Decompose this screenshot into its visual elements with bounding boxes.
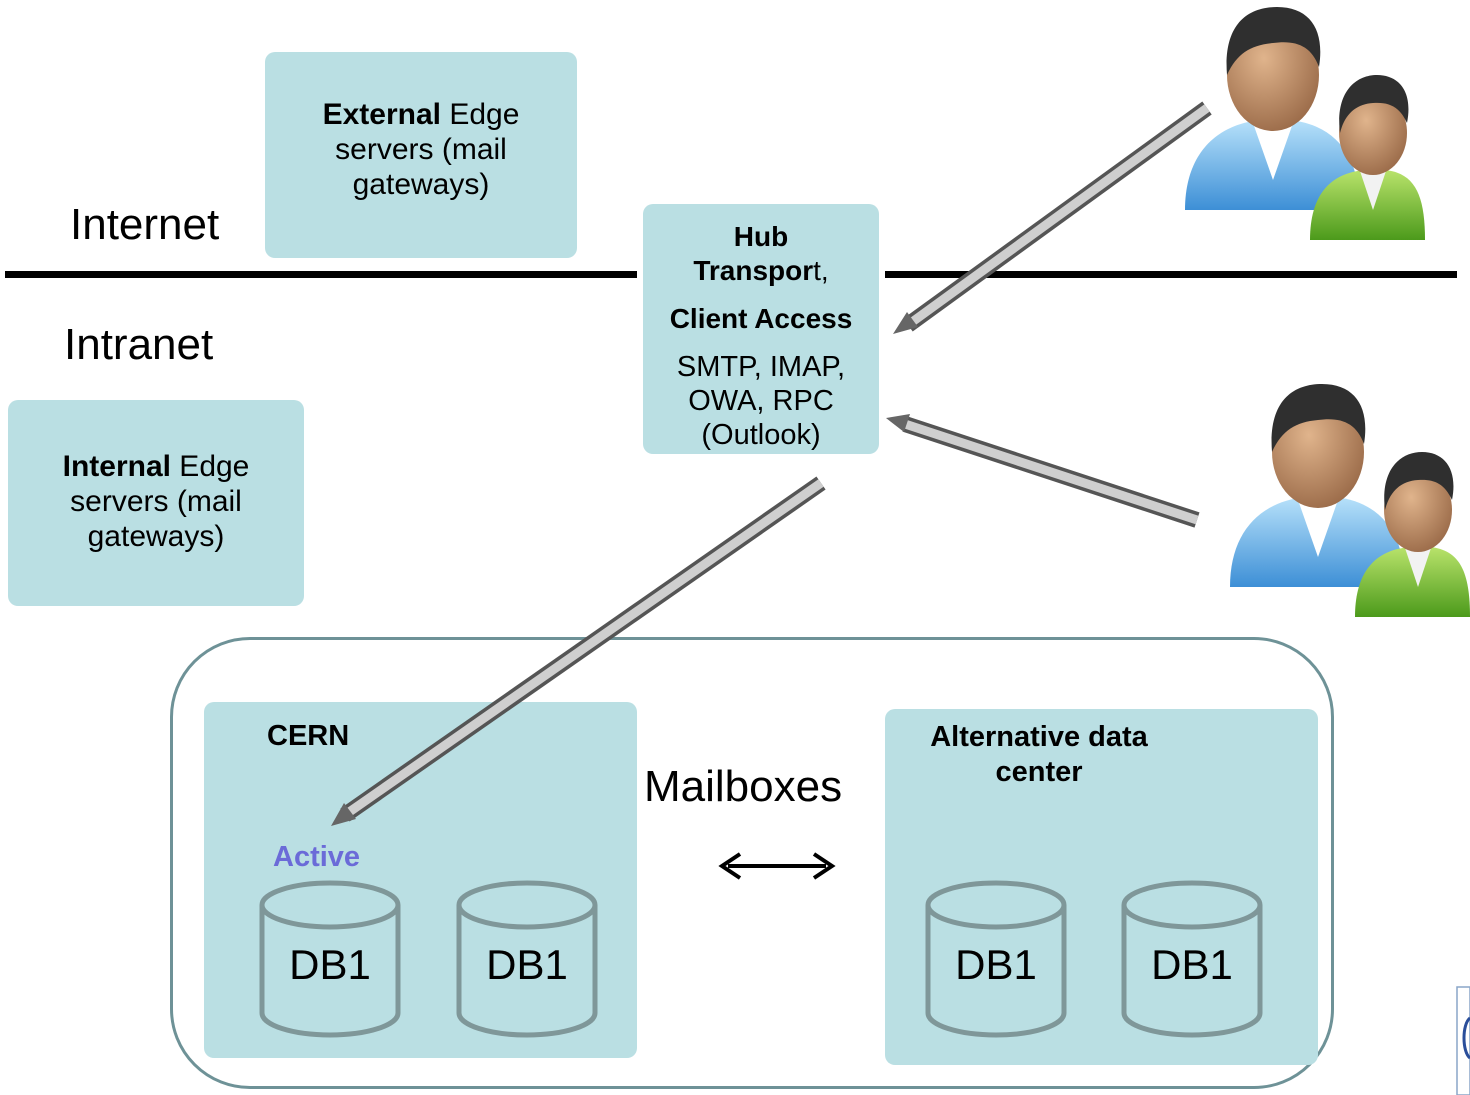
intranet-label: Intranet [64,320,214,369]
internal-edge-line2: servers (mail [70,484,242,518]
hub-line3: Client Access [669,303,853,334]
hub-line5: OWA, RPC [688,385,834,417]
hub-line4: SMTP, IMAP, [676,351,846,383]
db-label: DB1 [1151,941,1233,988]
db-label: DB1 [289,941,371,988]
hub-transport-client-access-box: Hub Transport, Client Access SMTP, IMAP,… [643,204,879,454]
internet-label: Internet [70,200,220,249]
database-cylinder: DB1 [456,879,598,1039]
hub-line2-bold: Transpor [693,255,814,286]
hub-line6: (Outlook) [701,419,821,451]
external-edge-line3: gateways) [352,167,490,201]
mailboxes-label: Mailboxes [644,762,843,811]
external-edge-title-rest: Edge [440,97,520,131]
partial-logo-icon [1456,986,1470,1095]
cern-title: CERN [267,720,350,752]
external-edge-line2: servers (mail [335,132,507,166]
database-cylinder: DB1 [925,879,1067,1039]
alternative-datacenter-box: Alternative data center DB1 DB1 [885,709,1318,1065]
arrow-user2-to-hub [886,414,1200,528]
database-cylinder: DB1 [259,879,401,1039]
external-edge-servers-box: External Edge servers (mail gateways) [265,52,577,258]
hub-line2-rest: t, [813,255,829,286]
db-label: DB1 [486,941,568,988]
users-icon [1230,384,1470,617]
internal-edge-title-rest: Edge [170,449,250,483]
external-edge-title-bold: External [322,97,441,131]
arrow-user1-to-hub [893,101,1212,334]
internet-intranet-divider-right [885,271,1457,278]
internet-intranet-divider-left [5,271,637,278]
db-label: DB1 [955,941,1037,988]
database-cylinder: DB1 [1121,879,1263,1039]
alt-title-line2: center [995,756,1083,788]
users-icon [1185,7,1425,240]
internal-edge-servers-box: Internal Edge servers (mail gateways) [8,400,304,606]
hub-line1: Hub [733,221,789,252]
internal-edge-title-bold: Internal [62,449,171,483]
active-label: Active [273,841,361,873]
cern-datacenter-box: CERN Active DB1 DB1 [204,702,637,1058]
internal-edge-line3: gateways) [87,519,225,553]
alt-title-line1: Alternative data [930,721,1148,753]
